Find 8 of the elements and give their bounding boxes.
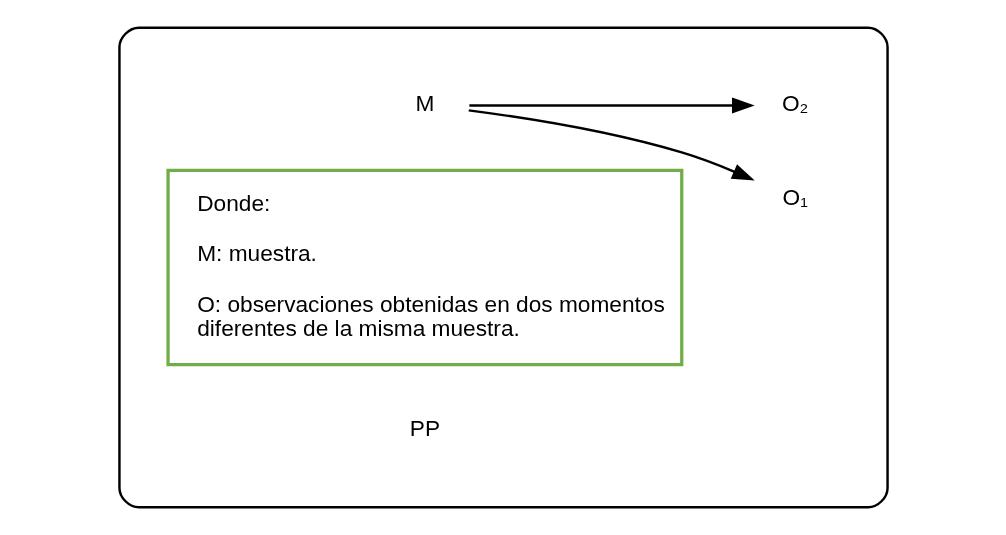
node-text: O₁ — [782, 184, 808, 211]
node-box: Donde: M: muestra. O: observaciones obtenidas en dos momentos diferentes de la misma muestra. — [165, 168, 683, 367]
node-text: O₂ — [781, 90, 808, 117]
arrow — [468, 109, 755, 181]
arrow — [468, 97, 755, 114]
cluster — [117, 26, 889, 509]
node-text: M — [414, 90, 434, 117]
label: PP — [409, 414, 440, 441]
